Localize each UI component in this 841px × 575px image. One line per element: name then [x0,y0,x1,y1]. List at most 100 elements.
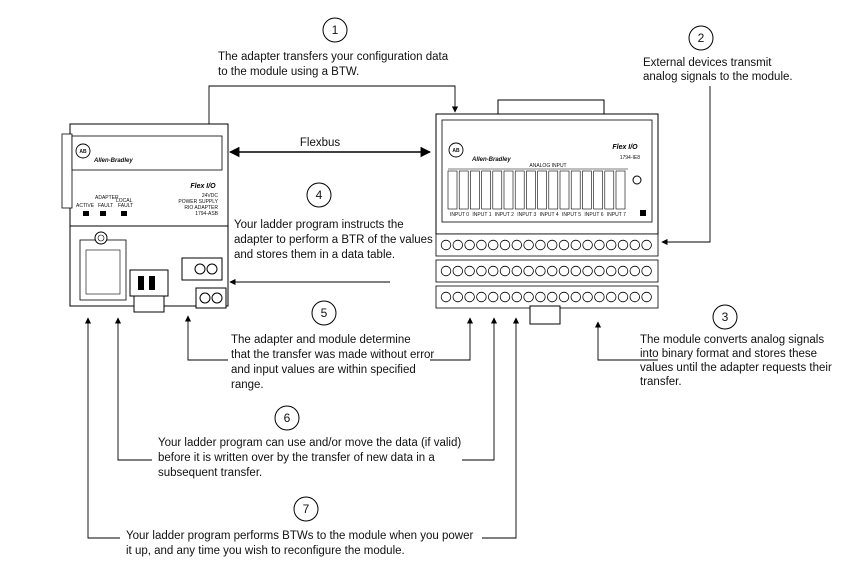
callout-3-path [594,321,658,361]
terminal-screw [452,239,464,251]
terminal-screw [499,239,511,251]
adapter-fault-label: FAULT [98,203,113,209]
terminal-screw [617,291,629,303]
callout-text-line: range. [231,379,264,391]
input-slot [570,170,581,210]
terminal-screw [582,239,593,251]
callout-6-right-path [462,317,498,461]
input-slot [582,170,592,210]
module-input-label: INPUT 5 [562,212,581,218]
terminal-screw [476,265,487,277]
adapter-logo-text: AB [79,149,87,155]
terminal-screw [558,291,570,303]
callout-text-line: into binary format and stores these [640,348,817,360]
callout-text-line: The adapter transfers your configuration… [218,51,449,63]
input-slot [514,170,525,210]
adapter-active-label: ACTIVE [76,203,95,209]
terminal-screw [570,239,582,251]
terminal-screw [464,265,475,277]
callout-5: 5 The adapter and module determine that … [231,300,434,391]
module-indicator [640,210,646,216]
callout-7-right-path [482,317,520,539]
input-slot [470,170,480,210]
terminal-screw [617,239,629,251]
callout-5-right-path [430,317,474,361]
terminal-screw [594,265,605,277]
callout-number: 1 [332,23,339,37]
terminal-screw [606,239,617,251]
led-active [83,211,89,216]
terminal-screw [476,291,487,303]
flow-lines [84,85,711,539]
terminal-screw [440,239,452,251]
terminal-screw [547,265,558,277]
input-slot [593,170,603,210]
callout-text-line: Your ladder program performs BTWs to the… [126,530,473,542]
terminal-screw [594,291,605,303]
input-slot [458,170,469,210]
terminal-screw [452,291,464,303]
callout-number: 6 [284,411,291,425]
module-catalog: 1794-IE8 [620,155,641,161]
adapter-adapter-label: ADAPTER [95,195,119,201]
terminal-screw [535,265,546,277]
terminal-screw [511,291,523,303]
callout-number: 7 [303,502,310,516]
module-input-label: INPUT 7 [607,212,626,218]
module-input-label: INPUT 1 [472,212,491,218]
adapter-local-label: LOCAL [116,198,133,204]
terminal-screw [511,239,523,251]
terminal-screw [488,239,499,251]
input-slot [604,170,615,210]
adapter-brand: Allen-Bradley [93,158,133,164]
callout-text-line: The adapter and module determine [231,334,411,346]
terminal-screw [452,265,464,277]
terminal-screw [641,239,652,251]
terminal-screw [558,239,570,251]
terminal-screw [629,291,641,303]
adapter-spec-2: POWER SUPPLY [178,199,218,205]
terminal-screw [629,265,641,277]
adapter-spec-3: RIO ADAPTER [184,205,218,211]
terminal-screw [570,291,582,303]
callout-number: 2 [698,31,705,45]
flexbus-label: Flexbus [300,137,341,149]
adapter-local-fault-label: FAULT [118,203,133,209]
callout-text-line: subsequent transfer. [158,467,262,479]
callout-text-line: External devices transmit [643,57,772,69]
callout-text-line: before it is written over by the transfe… [158,452,435,464]
terminal-screw [547,239,558,251]
callout-number: 5 [321,306,328,320]
callout-2: 2 External devices transmit analog signa… [643,25,793,83]
callout-6-left-path [114,317,152,461]
callout-text-line: values until the adapter requests their [640,362,832,374]
led-fault [100,211,106,216]
terminal-screw [582,291,593,303]
terminal-screw [535,239,546,251]
input-slot [492,170,503,210]
terminal-screw [606,265,617,277]
terminal-screw [499,265,511,277]
adapter-device: AB Allen-Bradley Flex I/O ADAPTER ACTIVE… [61,123,229,313]
callout-5-left-path [184,315,228,361]
module-input-label: INPUT 6 [584,212,603,218]
callout-4: 4 Your ladder program instructs the adap… [234,182,433,261]
callout-text-line: Your ladder program instructs the [234,219,404,231]
terminal-screw [488,265,499,277]
input-slot [615,170,626,210]
module-input-slots [447,170,626,210]
module-brand: Allen-Bradley [471,157,511,163]
adapter-spec-4: 1794-ASB [195,211,218,217]
terminal-screw [582,265,593,277]
terminal-screw [547,291,558,303]
callout-7-left-path [84,317,120,539]
callout-text-line: and stores them in a data table. [234,249,395,261]
callout-text-line: analog signals to the module. [643,71,793,83]
adapter-spec-1: 24VDC [202,193,219,199]
terminal-screw [488,291,499,303]
callout-text-line: and input values are within specified [231,364,416,376]
terminal-screw [641,265,652,277]
module-analog-input-label: ANALOG INPUT [529,163,566,169]
callout-3: 3 The module converts analog signals int… [640,304,832,388]
